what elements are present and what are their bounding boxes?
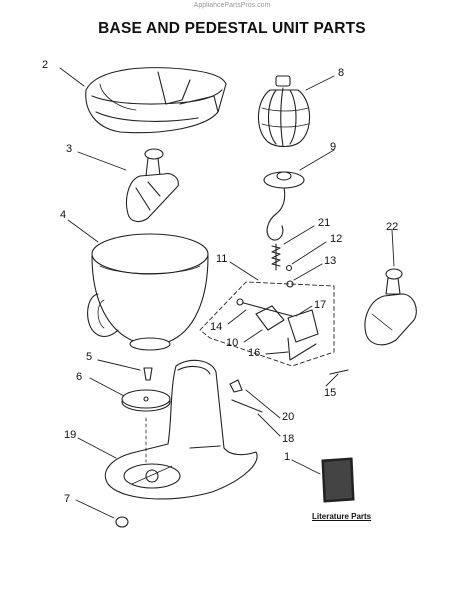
callout-20: 20 bbox=[282, 411, 295, 423]
callout-11: 11 bbox=[216, 253, 228, 265]
callout-4: 4 bbox=[60, 209, 67, 221]
lock-button-part bbox=[229, 379, 243, 393]
callout-10: 10 bbox=[226, 337, 239, 349]
pouring-shield-part bbox=[85, 67, 227, 134]
callout-13: 13 bbox=[324, 255, 337, 267]
callout-1: 1 bbox=[284, 451, 291, 463]
dough-hook-part bbox=[263, 171, 305, 241]
callout-7: 7 bbox=[64, 493, 71, 505]
callout-9: 9 bbox=[330, 141, 337, 153]
hinge-assembly-box bbox=[199, 281, 335, 367]
foot-part bbox=[115, 516, 129, 528]
callout-17: 17 bbox=[314, 299, 327, 311]
hinge-pin-part bbox=[231, 399, 263, 413]
callout-2: 2 bbox=[42, 59, 49, 71]
callout-18: 18 bbox=[282, 433, 295, 445]
callout-12: 12 bbox=[330, 233, 343, 245]
callout-19: 19 bbox=[64, 429, 77, 441]
callout-16: 16 bbox=[248, 347, 261, 359]
clamp-plate-parts bbox=[121, 367, 171, 412]
pin-part bbox=[329, 369, 349, 375]
literature-part bbox=[321, 457, 355, 503]
callout-leaders bbox=[59, 67, 395, 519]
wire-whip-part bbox=[257, 75, 311, 148]
callout-22: 22 bbox=[386, 221, 399, 233]
watermark: AppliancePartsPros.com bbox=[193, 2, 271, 9]
callout-21: 21 bbox=[318, 217, 331, 229]
callout-5: 5 bbox=[86, 351, 93, 363]
callout-14: 14 bbox=[210, 321, 223, 333]
callout-6: 6 bbox=[76, 371, 83, 383]
callout-15: 15 bbox=[324, 387, 337, 399]
callout-3: 3 bbox=[66, 143, 73, 155]
callout-8: 8 bbox=[338, 67, 345, 79]
base-pedestal-part bbox=[104, 359, 258, 500]
bowl-part bbox=[87, 233, 209, 351]
diagram-title: BASE AND PEDESTAL UNIT PARTS bbox=[98, 20, 366, 37]
literature-parts-label: Literature Parts bbox=[312, 512, 372, 521]
hinge-hardware-parts bbox=[271, 243, 294, 288]
edge-beater-part bbox=[364, 268, 417, 346]
flat-beater-part bbox=[125, 148, 179, 223]
